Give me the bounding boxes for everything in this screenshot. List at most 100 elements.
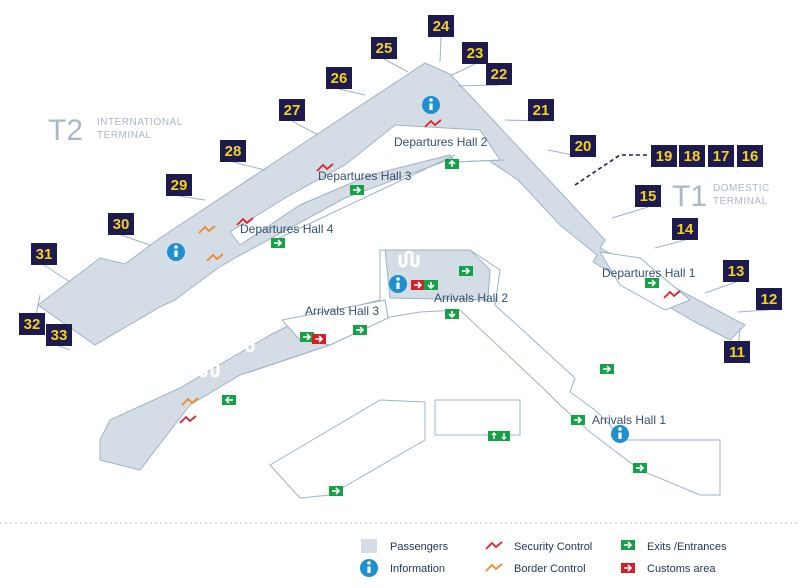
gate-leader-line: [654, 239, 686, 249]
gate-21[interactable]: 21: [504, 99, 554, 122]
gate-leader-line: [58, 345, 71, 351]
gate-leader-line: [120, 234, 151, 246]
terminal-t2-code: T2: [48, 114, 83, 147]
gate-27[interactable]: 27: [279, 99, 319, 136]
exit-arrow-icon: [349, 184, 365, 196]
gate-badge: [723, 260, 749, 282]
terminal-label-t2: T2 INTERNATIONAL TERMINAL: [48, 114, 182, 147]
gate-badge: [428, 15, 454, 37]
gate-leader-line: [383, 58, 409, 73]
gate-leader-line: [737, 309, 770, 313]
legend-passengers: Passengers: [390, 541, 449, 553]
gate-badge: [46, 324, 72, 346]
gate-badge: [486, 63, 512, 85]
terminal-t1-line1: DOMESTIC: [713, 183, 770, 194]
gate-20[interactable]: 20: [547, 135, 596, 158]
information-icon[interactable]: [389, 275, 407, 293]
arrivals-hall-2-label: Arrivals Hall 2: [434, 291, 508, 305]
gate-26[interactable]: 26: [326, 67, 366, 96]
gate-15[interactable]: 15: [611, 185, 661, 219]
gate-12[interactable]: 12: [737, 288, 782, 313]
security-control-mark: [485, 541, 503, 550]
exit-arrow-icon: [299, 331, 315, 343]
arrivals-block-left: [269, 399, 426, 499]
gate-number: 33: [51, 327, 68, 344]
gate-badge: [651, 145, 677, 167]
gate-badge: [708, 145, 734, 167]
gate-16[interactable]: 16: [737, 145, 763, 167]
gate-number: 24: [433, 18, 450, 35]
departures-hall-3-label: Departures Hall 3: [318, 169, 412, 183]
gate-badge: [737, 145, 763, 167]
legend-border: Border Control: [514, 563, 586, 575]
gate-badge: [672, 218, 698, 240]
gate-number: 30: [113, 216, 130, 233]
terminal-t2-line2: TERMINAL: [97, 130, 152, 141]
gate-number: 22: [491, 66, 508, 83]
exit-arrow-icon: [632, 462, 648, 474]
gate-leader-line: [43, 264, 71, 283]
gate-badge: [462, 42, 488, 64]
gate-badge: [166, 174, 192, 196]
legend-security: Security Control: [514, 541, 592, 553]
gate-badge: [371, 37, 397, 59]
gate-29[interactable]: 29: [166, 174, 206, 201]
exit-arrow-icon: [444, 158, 460, 170]
border-control-mark: [485, 563, 503, 572]
gate-number: 19: [656, 148, 673, 165]
gate-leader-line: [291, 120, 319, 136]
gate-19[interactable]: 19: [651, 145, 677, 167]
gate-number: 28: [225, 143, 242, 160]
gate-25[interactable]: 25: [371, 37, 409, 73]
gate-number: 26: [331, 70, 348, 87]
gate-18[interactable]: 18: [679, 145, 705, 167]
legend-customs: Customs area: [647, 563, 716, 575]
gate-30[interactable]: 30: [108, 213, 151, 246]
departures-hall-2-label: Departures Hall 2: [394, 135, 488, 149]
gate-32[interactable]: 32: [19, 294, 45, 336]
gate-number: 13: [728, 263, 745, 280]
exit-arrow-icon: [458, 265, 474, 277]
gate-14[interactable]: 14: [654, 218, 698, 249]
arrivals-block-right: [434, 399, 521, 436]
gate-badge: [279, 99, 305, 121]
exit-arrow-icon: [270, 237, 286, 249]
gate-badge: [326, 67, 352, 89]
customs-arrow-icon: [311, 333, 327, 345]
information-icon[interactable]: [167, 243, 185, 261]
gate-badge: [108, 213, 134, 235]
gate-number: 17: [713, 148, 730, 165]
exit-arrow-icon: [570, 414, 586, 426]
terminal-t1-code: T1: [672, 180, 707, 213]
information-icon: [360, 559, 378, 577]
gate-number: 14: [677, 221, 694, 238]
gate-28[interactable]: 28: [220, 140, 266, 171]
exit-arrow-icon: [599, 363, 615, 375]
terminal-t1-line2: TERMINAL: [713, 196, 768, 207]
exit-arrow-icon: [221, 394, 237, 406]
gate-leader-line: [611, 206, 649, 219]
gate-number: 29: [171, 177, 188, 194]
gate-13[interactable]: 13: [704, 260, 749, 294]
hall-labels: Departures Hall 2 Departures Hall 3 Depa…: [240, 135, 696, 427]
gate-badge: [528, 99, 554, 121]
gate-31[interactable]: 31: [31, 243, 71, 283]
gate-number: 15: [640, 188, 657, 205]
gate-17[interactable]: 17: [708, 145, 734, 167]
exit-arrow-icon: [423, 279, 439, 291]
departures-hall-4-label: Departures Hall 4: [240, 222, 334, 236]
legend-information: Information: [390, 563, 445, 575]
gate-33[interactable]: 33: [46, 324, 72, 351]
information-icon[interactable]: [422, 96, 440, 114]
information-icon[interactable]: [611, 425, 629, 443]
departures-hall-1-label: Departures Hall 1: [602, 266, 696, 280]
gate-23[interactable]: 23: [449, 42, 488, 77]
gate-24[interactable]: 24: [428, 15, 454, 63]
terminal-label-t1: T1 DOMESTIC TERMINAL: [672, 180, 770, 213]
gate-badge: [19, 313, 45, 335]
gate-22[interactable]: 22: [457, 63, 512, 87]
gate-11[interactable]: 11: [724, 327, 750, 364]
gate-badge: [724, 341, 750, 363]
exit-arrow-icon: [444, 308, 460, 320]
